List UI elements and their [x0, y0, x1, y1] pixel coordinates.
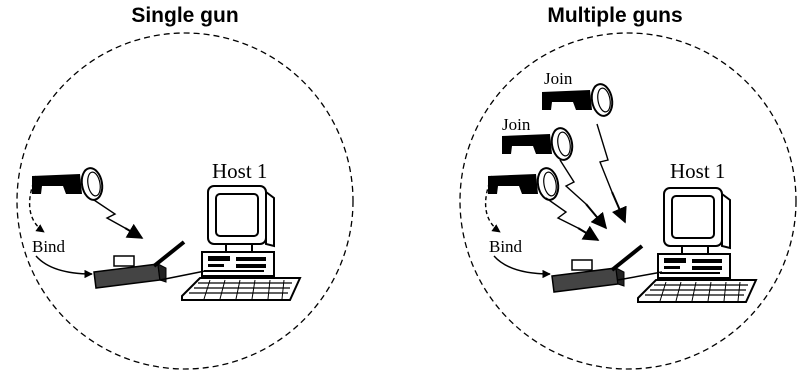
bind-up-arrow: [484, 175, 501, 233]
bind-up-arrow: [28, 175, 45, 233]
radio-signal-arrow: [577, 225, 600, 241]
range-boundary-circle: [459, 32, 797, 370]
radio-signal-zigzag: [559, 159, 587, 205]
join-label: Join: [544, 69, 573, 88]
radio-signal-zigzag: [93, 199, 126, 229]
radio-signal-arrow: [585, 203, 608, 230]
base-cable: [617, 271, 663, 281]
panel-title-multiple-guns: Multiple guns: [547, 4, 683, 27]
bind-label: Bind: [489, 237, 523, 256]
radio-signal-zigzag: [545, 197, 579, 229]
host-label: Host 1: [212, 159, 267, 183]
host-label: Host 1: [670, 159, 725, 183]
base-cable: [159, 270, 206, 281]
bind-arrow: [493, 255, 551, 279]
radio-signal-arrow: [124, 223, 144, 239]
radio-signal-arrow: [611, 191, 627, 224]
bind-arrow: [35, 255, 93, 279]
host-computer-icon: [637, 187, 757, 303]
panel-title-single-gun: Single gun: [131, 4, 239, 27]
radio-signal-zigzag: [596, 123, 613, 193]
base-station-icon: [92, 240, 186, 290]
base-station-icon: [550, 244, 644, 294]
scanner-gun-icon: [31, 166, 106, 203]
range-boundary-circle: [16, 32, 354, 370]
panel-multiple-guns: Host 1 Join Join Bind: [459, 32, 797, 370]
bind-label: Bind: [32, 237, 66, 256]
scanner-gun-icon: [487, 166, 562, 203]
panel-single-gun: Host 1 Bind: [16, 32, 354, 370]
host-computer-icon: [181, 185, 301, 301]
join-label: Join: [502, 115, 531, 134]
